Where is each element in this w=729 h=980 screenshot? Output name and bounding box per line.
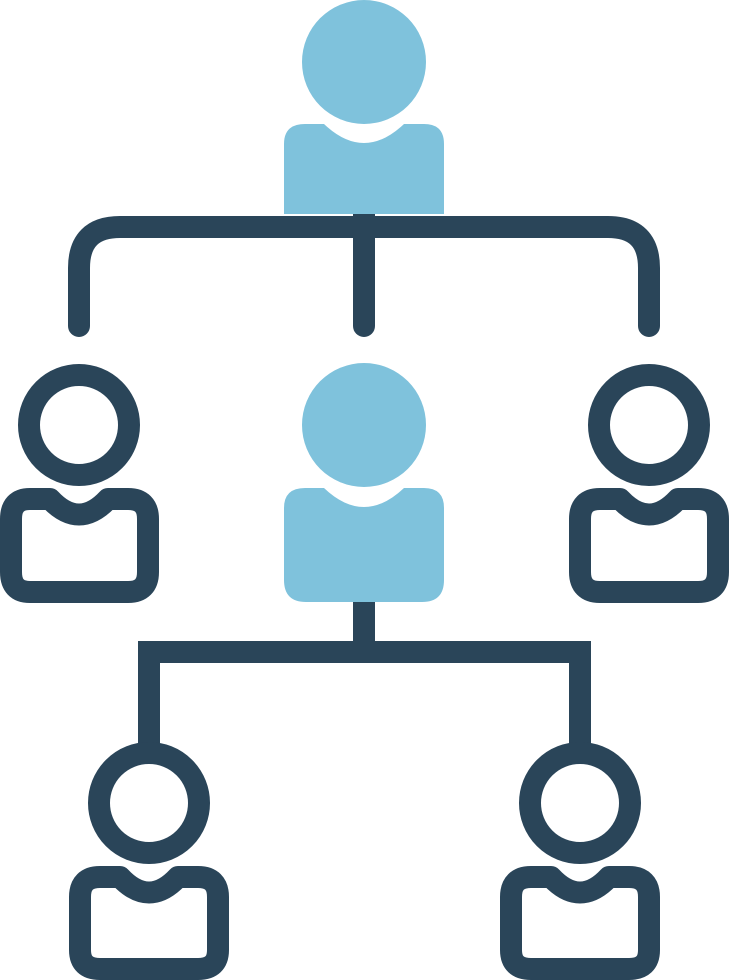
middle-branch-bracket xyxy=(138,641,591,750)
top-person-head xyxy=(302,0,426,124)
left-person-icon xyxy=(0,364,159,603)
top-connector xyxy=(68,203,660,337)
bottom-left-person-icon xyxy=(69,742,229,980)
right-person-icon xyxy=(569,364,729,603)
bottom-right-person-head xyxy=(519,742,641,864)
middle-person-icon xyxy=(284,363,444,602)
left-person-head xyxy=(18,364,140,486)
left-person-body xyxy=(0,488,159,603)
middle-connector xyxy=(138,596,591,750)
right-person-head xyxy=(588,364,710,486)
top-person-icon xyxy=(284,0,444,214)
bottom-left-person-head xyxy=(88,742,210,864)
middle-person-head xyxy=(302,363,426,487)
bottom-right-person-icon xyxy=(500,742,660,980)
bottom-left-person-body xyxy=(69,866,229,980)
middle-person-body xyxy=(284,488,444,602)
bottom-right-person-body xyxy=(500,866,660,980)
right-person-body xyxy=(569,488,729,603)
top-person-body xyxy=(284,124,444,214)
